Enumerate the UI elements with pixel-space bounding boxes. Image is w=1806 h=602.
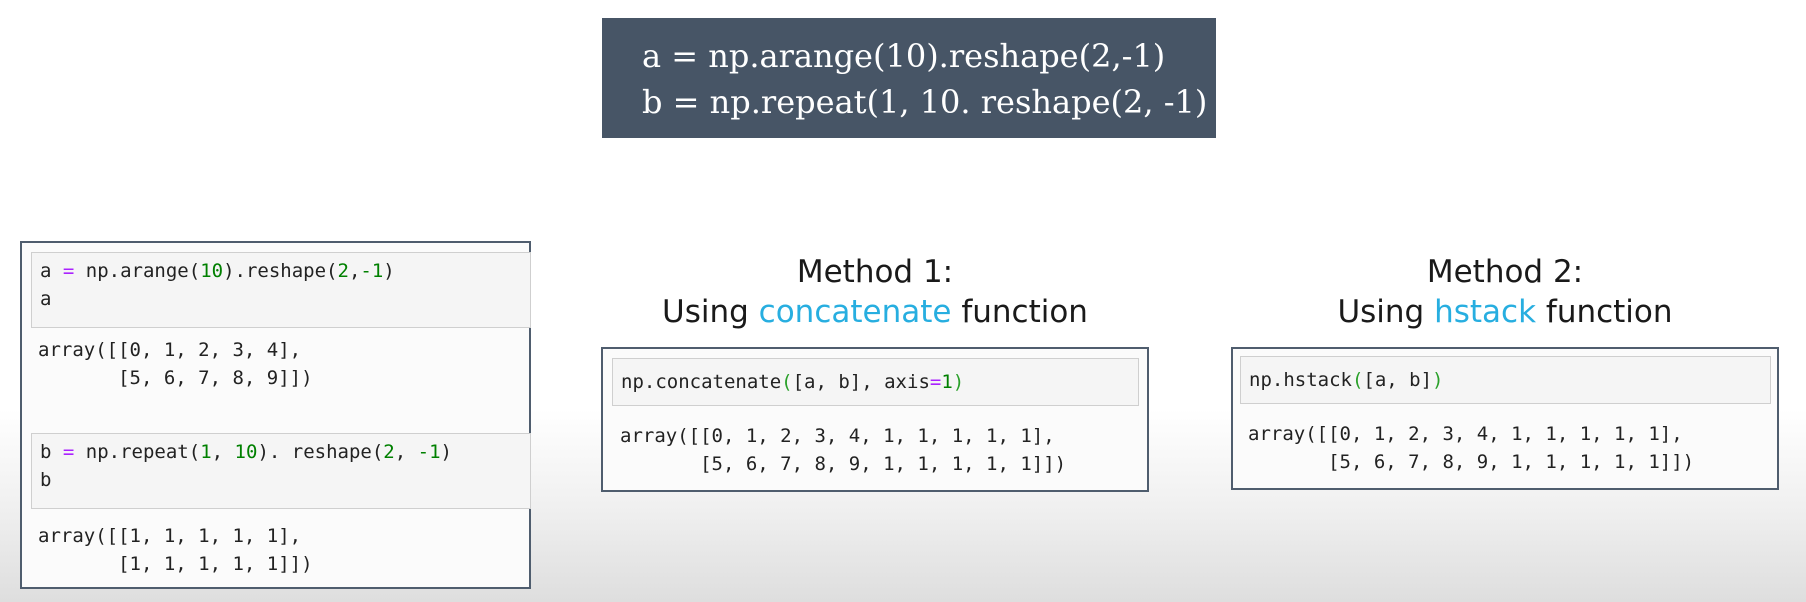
code-text: np.hstack xyxy=(1249,369,1352,391)
function-suffix: function xyxy=(1536,294,1673,330)
output-cell-a: array([[0, 1, 2, 3, 4], [5, 6, 7, 8, 9]]… xyxy=(38,336,518,392)
output-line-2: [5, 6, 7, 8, 9, 1, 1, 1, 1, 1]]) xyxy=(1248,451,1695,473)
number: 1 xyxy=(200,441,212,463)
equals-op: = xyxy=(929,371,942,393)
code-text: ) xyxy=(440,441,452,463)
var-b: b xyxy=(40,441,52,463)
equals-op: = xyxy=(62,260,75,282)
code-text: np.arange( xyxy=(74,260,201,282)
output-line-1: array([[1, 1, 1, 1, 1], xyxy=(38,525,302,547)
code-cell-a[interactable]: a = np.arange(10).reshape(2,-1) a xyxy=(31,252,531,328)
code-text: , xyxy=(211,441,235,463)
number: 2 xyxy=(383,441,395,463)
paren: ) xyxy=(1432,369,1444,391)
code-text: np.concatenate xyxy=(621,371,782,393)
left-notebook-panel: a = np.arange(10).reshape(2,-1) a array(… xyxy=(20,241,531,589)
code-line-2: b xyxy=(40,469,52,491)
header-line-1: a = np.arange(10).reshape(2,-1) xyxy=(642,37,1166,75)
code-text: ) xyxy=(383,260,395,282)
code-text: ). reshape( xyxy=(257,441,384,463)
code-text: np.repeat( xyxy=(74,441,201,463)
method1-title: Method 1: Using concatenate function xyxy=(601,252,1149,332)
header-code-box: a = np.arange(10).reshape(2,-1) b = np.r… xyxy=(602,18,1216,138)
number: -1 xyxy=(360,260,384,282)
method1-notebook-panel: np.concatenate([a, b], axis=1) array([[0… xyxy=(601,347,1149,492)
number: 1 xyxy=(941,371,953,393)
method2-notebook-panel: np.hstack([a, b]) array([[0, 1, 2, 3, 4,… xyxy=(1231,347,1779,490)
var-a: a xyxy=(40,260,52,282)
paren: ( xyxy=(1351,369,1364,391)
method1-subtitle: Using concatenate function xyxy=(601,292,1149,332)
number: -1 xyxy=(417,441,441,463)
code-text: ).reshape( xyxy=(223,260,338,282)
number: 10 xyxy=(234,441,258,463)
using-text: Using xyxy=(662,294,759,330)
number: 2 xyxy=(337,260,349,282)
code-cell-hstack[interactable]: np.hstack([a, b]) xyxy=(1240,356,1771,404)
method2-subtitle: Using hstack function xyxy=(1231,292,1779,332)
code-line-2: a xyxy=(40,288,52,310)
using-text: Using xyxy=(1337,294,1435,330)
output-line-1: array([[0, 1, 2, 3, 4, 1, 1, 1, 1, 1], xyxy=(620,425,1055,447)
method1-heading: Method 1: xyxy=(796,254,954,290)
code-text: [a, b], axis xyxy=(792,371,930,393)
output-line-2: [5, 6, 7, 8, 9, 1, 1, 1, 1, 1]]) xyxy=(620,453,1067,475)
output-line-1: array([[0, 1, 2, 3, 4], xyxy=(38,339,302,361)
output-cell-hstack: array([[0, 1, 2, 3, 4, 1, 1, 1, 1, 1], [… xyxy=(1248,420,1775,476)
code-text: , xyxy=(394,441,418,463)
paren: ) xyxy=(952,371,965,393)
output-cell-b: array([[1, 1, 1, 1, 1], [1, 1, 1, 1, 1]]… xyxy=(38,522,518,578)
number: 10 xyxy=(200,260,224,282)
output-line-1: array([[0, 1, 2, 3, 4, 1, 1, 1, 1, 1], xyxy=(1248,423,1683,445)
code-text: [a, b] xyxy=(1363,369,1433,391)
method2-function-name: hstack xyxy=(1434,294,1537,330)
method1-function-name: concatenate xyxy=(758,294,952,330)
paren: ( xyxy=(781,371,793,393)
code-text: , xyxy=(348,260,361,282)
output-cell-concatenate: array([[0, 1, 2, 3, 4, 1, 1, 1, 1, 1], [… xyxy=(620,422,1145,478)
method2-title: Method 2: Using hstack function xyxy=(1231,252,1779,332)
function-suffix: function xyxy=(951,294,1088,330)
output-line-2: [1, 1, 1, 1, 1]]) xyxy=(38,553,313,575)
code-cell-concatenate[interactable]: np.concatenate([a, b], axis=1) xyxy=(612,358,1139,406)
method2-heading: Method 2: xyxy=(1426,254,1584,290)
code-cell-b[interactable]: b = np.repeat(1, 10). reshape(2, -1) b xyxy=(31,433,531,509)
header-line-2: b = np.repeat(1, 10. reshape(2, -1) xyxy=(642,83,1208,121)
equals-op: = xyxy=(62,441,75,463)
output-line-2: [5, 6, 7, 8, 9]]) xyxy=(38,367,313,389)
